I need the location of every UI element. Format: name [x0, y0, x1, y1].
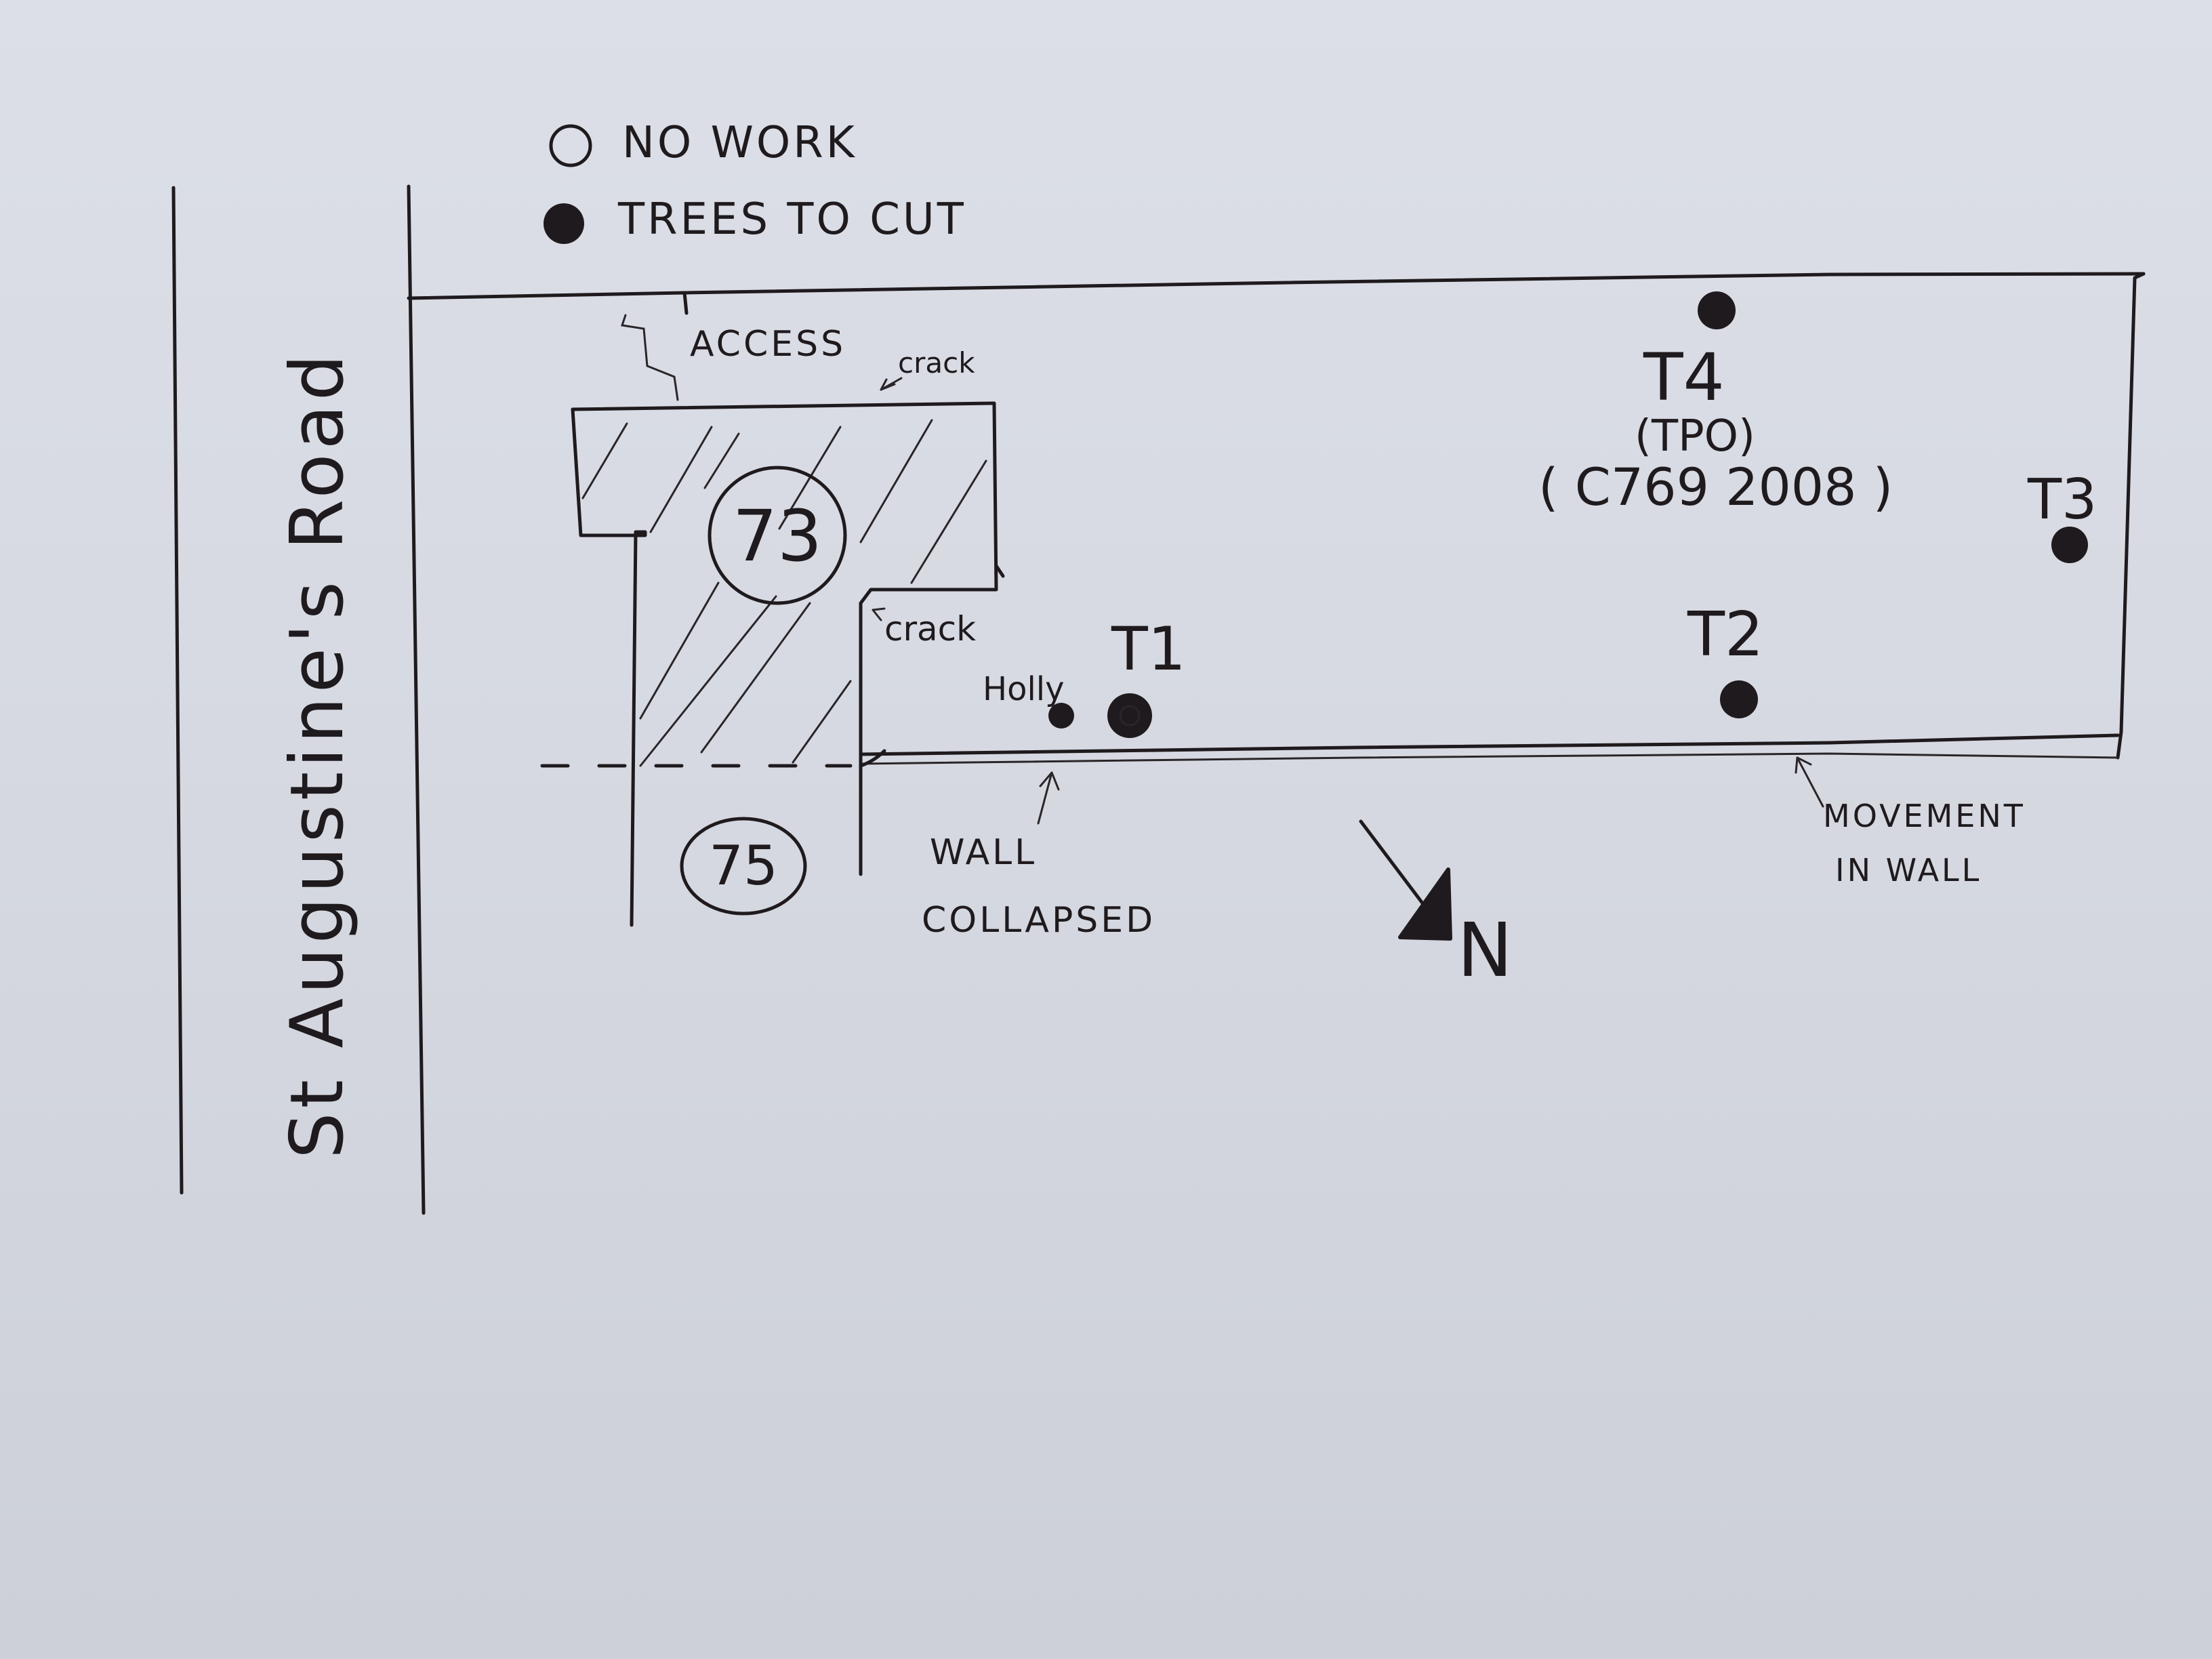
movement-label-1: MOVEMENT: [1823, 798, 2026, 834]
access-label: ACCESS: [690, 324, 846, 365]
holly-marker: [1048, 703, 1074, 729]
legend: NO WORK TREES TO CUT: [544, 118, 966, 245]
t1-marker: [1107, 693, 1152, 738]
north-label: N: [1457, 907, 1513, 994]
movement-in-wall-note: MOVEMENT IN WALL: [1795, 756, 2026, 888]
legend-trees-to-cut-label: TREES TO CUT: [617, 194, 966, 245]
road-frontage-line: [407, 184, 426, 1215]
road-name-label: St Augustine's Road: [275, 350, 360, 1159]
t3-marker: [2051, 527, 2088, 563]
access-note: ACCESS: [621, 314, 846, 401]
tree-holly: Holly: [983, 670, 1074, 729]
north-arrow: N: [1359, 819, 1513, 994]
t4-tpo-label: (TPO): [1635, 411, 1755, 462]
house-75-number: 75: [709, 834, 778, 897]
crack-top-label: crack: [898, 346, 975, 380]
crack-top-note: crack: [880, 346, 975, 391]
wall-collapsed-label-2: COLLAPSED: [922, 900, 1155, 941]
house-75: 75: [680, 817, 807, 916]
plot-boundary: [407, 272, 2146, 768]
tree-t1: T1: [1107, 614, 1186, 738]
tree-t2: T2: [1687, 599, 1763, 718]
crack-side-label: crack: [884, 609, 976, 649]
road-edge-line: [171, 186, 184, 1195]
legend-no-work-label: NO WORK: [622, 118, 857, 168]
tree-t4: T4 (TPO) ( C769 2008 ): [1538, 291, 1893, 517]
house-75-circle: [680, 817, 807, 916]
t2-marker: [1720, 680, 1758, 718]
crack-side-note: crack: [872, 607, 976, 649]
north-arrow-head: [1398, 867, 1452, 941]
north-arrow-shaft: [1359, 819, 1427, 909]
house-73: 73: [571, 401, 1005, 927]
rear-wall: [859, 733, 2120, 756]
house-73-number: 73: [733, 495, 822, 577]
holly-label: Holly: [983, 670, 1065, 708]
road: St Augustine's Road: [171, 184, 426, 1215]
no-work-symbol: [549, 124, 592, 167]
house-73-circle: [708, 466, 847, 605]
t3-label: T3: [2027, 468, 2097, 532]
t4-marker: [1698, 291, 1736, 329]
t4-label: T4: [1643, 340, 1725, 415]
t2-label: T2: [1687, 599, 1763, 670]
t4-tpo-reference: ( C769 2008 ): [1538, 457, 1893, 517]
trees-to-cut-symbol: [544, 203, 584, 244]
t1-label: T1: [1111, 614, 1186, 684]
wall-collapsed-note: WALL COLLAPSED: [922, 771, 1155, 941]
movement-label-2: IN WALL: [1835, 852, 1982, 888]
wall-collapsed-label-1: WALL: [930, 832, 1037, 873]
tree-t3: T3: [2027, 468, 2097, 563]
